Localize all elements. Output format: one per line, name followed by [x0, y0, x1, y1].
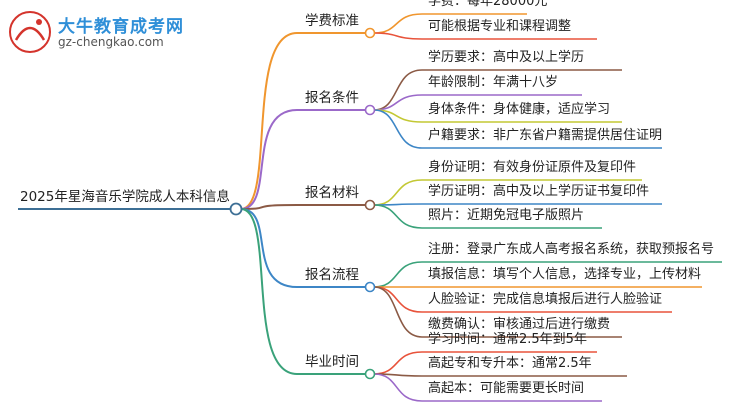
branch-connector: [240, 208, 298, 288]
branch-label-4: 报名流程: [305, 267, 359, 283]
branch-node[interactable]: [364, 199, 376, 211]
leaf-connector: [373, 373, 423, 402]
leaf-label-4-3: 人脸验证：完成信息填报后进行人脸验证: [428, 292, 663, 307]
leaf-label-3-1: 身份证明：有效身份证原件及复印件: [428, 160, 637, 175]
leaf-connector: [373, 204, 423, 229]
leaf-connector: [373, 286, 423, 313]
leaf-connector: [373, 179, 423, 206]
leaf-label-4-2: 填报信息：填写个人信息，选择专业，上传材料: [428, 267, 702, 282]
leaf-label-1-1: 学费：每年28000元: [428, 0, 548, 9]
leaf-label-2-4: 户籍要求：非广东省户籍需提供居住证明: [428, 128, 663, 143]
leaf-label-4-1: 注册：登录广东成人高考报名系统，获取预报名号: [428, 242, 715, 257]
leaf-label-2-1: 学历要求：高中及以上学历: [428, 50, 585, 65]
leaf-label-5-1: 学习时间：通常2.5年到5年: [428, 332, 587, 347]
branch-node[interactable]: [364, 104, 376, 116]
branch-label-1: 学费标准: [305, 13, 359, 29]
root-node[interactable]: [229, 202, 243, 216]
leaf-connector: [373, 261, 423, 288]
site-logo[interactable]: 大牛教育成考网 gz-chengkao.com: [8, 10, 218, 54]
leaf-label-2-3: 身体条件：身体健康，适应学习: [428, 102, 611, 117]
leaf-connector: [373, 32, 423, 40]
branch-node[interactable]: [364, 368, 376, 380]
leaf-connector: [373, 69, 423, 111]
branch-connector: [240, 204, 298, 210]
leaf-connector: [373, 13, 423, 34]
branch-label-2: 报名条件: [305, 90, 359, 106]
leaf-label-1-2: 可能根据专业和课程调整: [428, 19, 572, 34]
root-label: 2025年星海音乐学院成人本科信息: [20, 189, 230, 205]
leaf-connector: [373, 286, 423, 338]
logo-url: gz-chengkao.com: [58, 35, 164, 49]
logo-mark-icon: [9, 11, 51, 53]
leaf-label-4-4: 缴费确认：审核通过后进行缴费: [428, 317, 611, 332]
branch-label-3: 报名材料: [305, 185, 359, 201]
branch-node[interactable]: [364, 27, 376, 39]
leaf-connector: [373, 351, 423, 375]
leaf-label-5-3: 高起本：可能需要更长时间: [428, 381, 585, 396]
leaf-label-3-3: 照片：近期免冠电子版照片: [428, 208, 585, 223]
branch-connector: [240, 32, 298, 210]
logo-title: 大牛教育成考网: [58, 17, 184, 37]
leaf-label-3-2: 学历证明：高中及以上学历证书复印件: [428, 184, 650, 199]
branch-node[interactable]: [364, 281, 376, 293]
branch-label-5: 毕业时间: [305, 354, 359, 370]
leaf-label-2-2: 年龄限制：年满十八岁: [428, 75, 559, 90]
branch-connector: [240, 208, 298, 375]
leaf-connector: [373, 94, 423, 111]
branch-connector: [240, 109, 298, 210]
leaf-label-5-2: 高起专和专升本：通常2.5年: [428, 356, 592, 371]
leaf-connector: [373, 109, 423, 149]
